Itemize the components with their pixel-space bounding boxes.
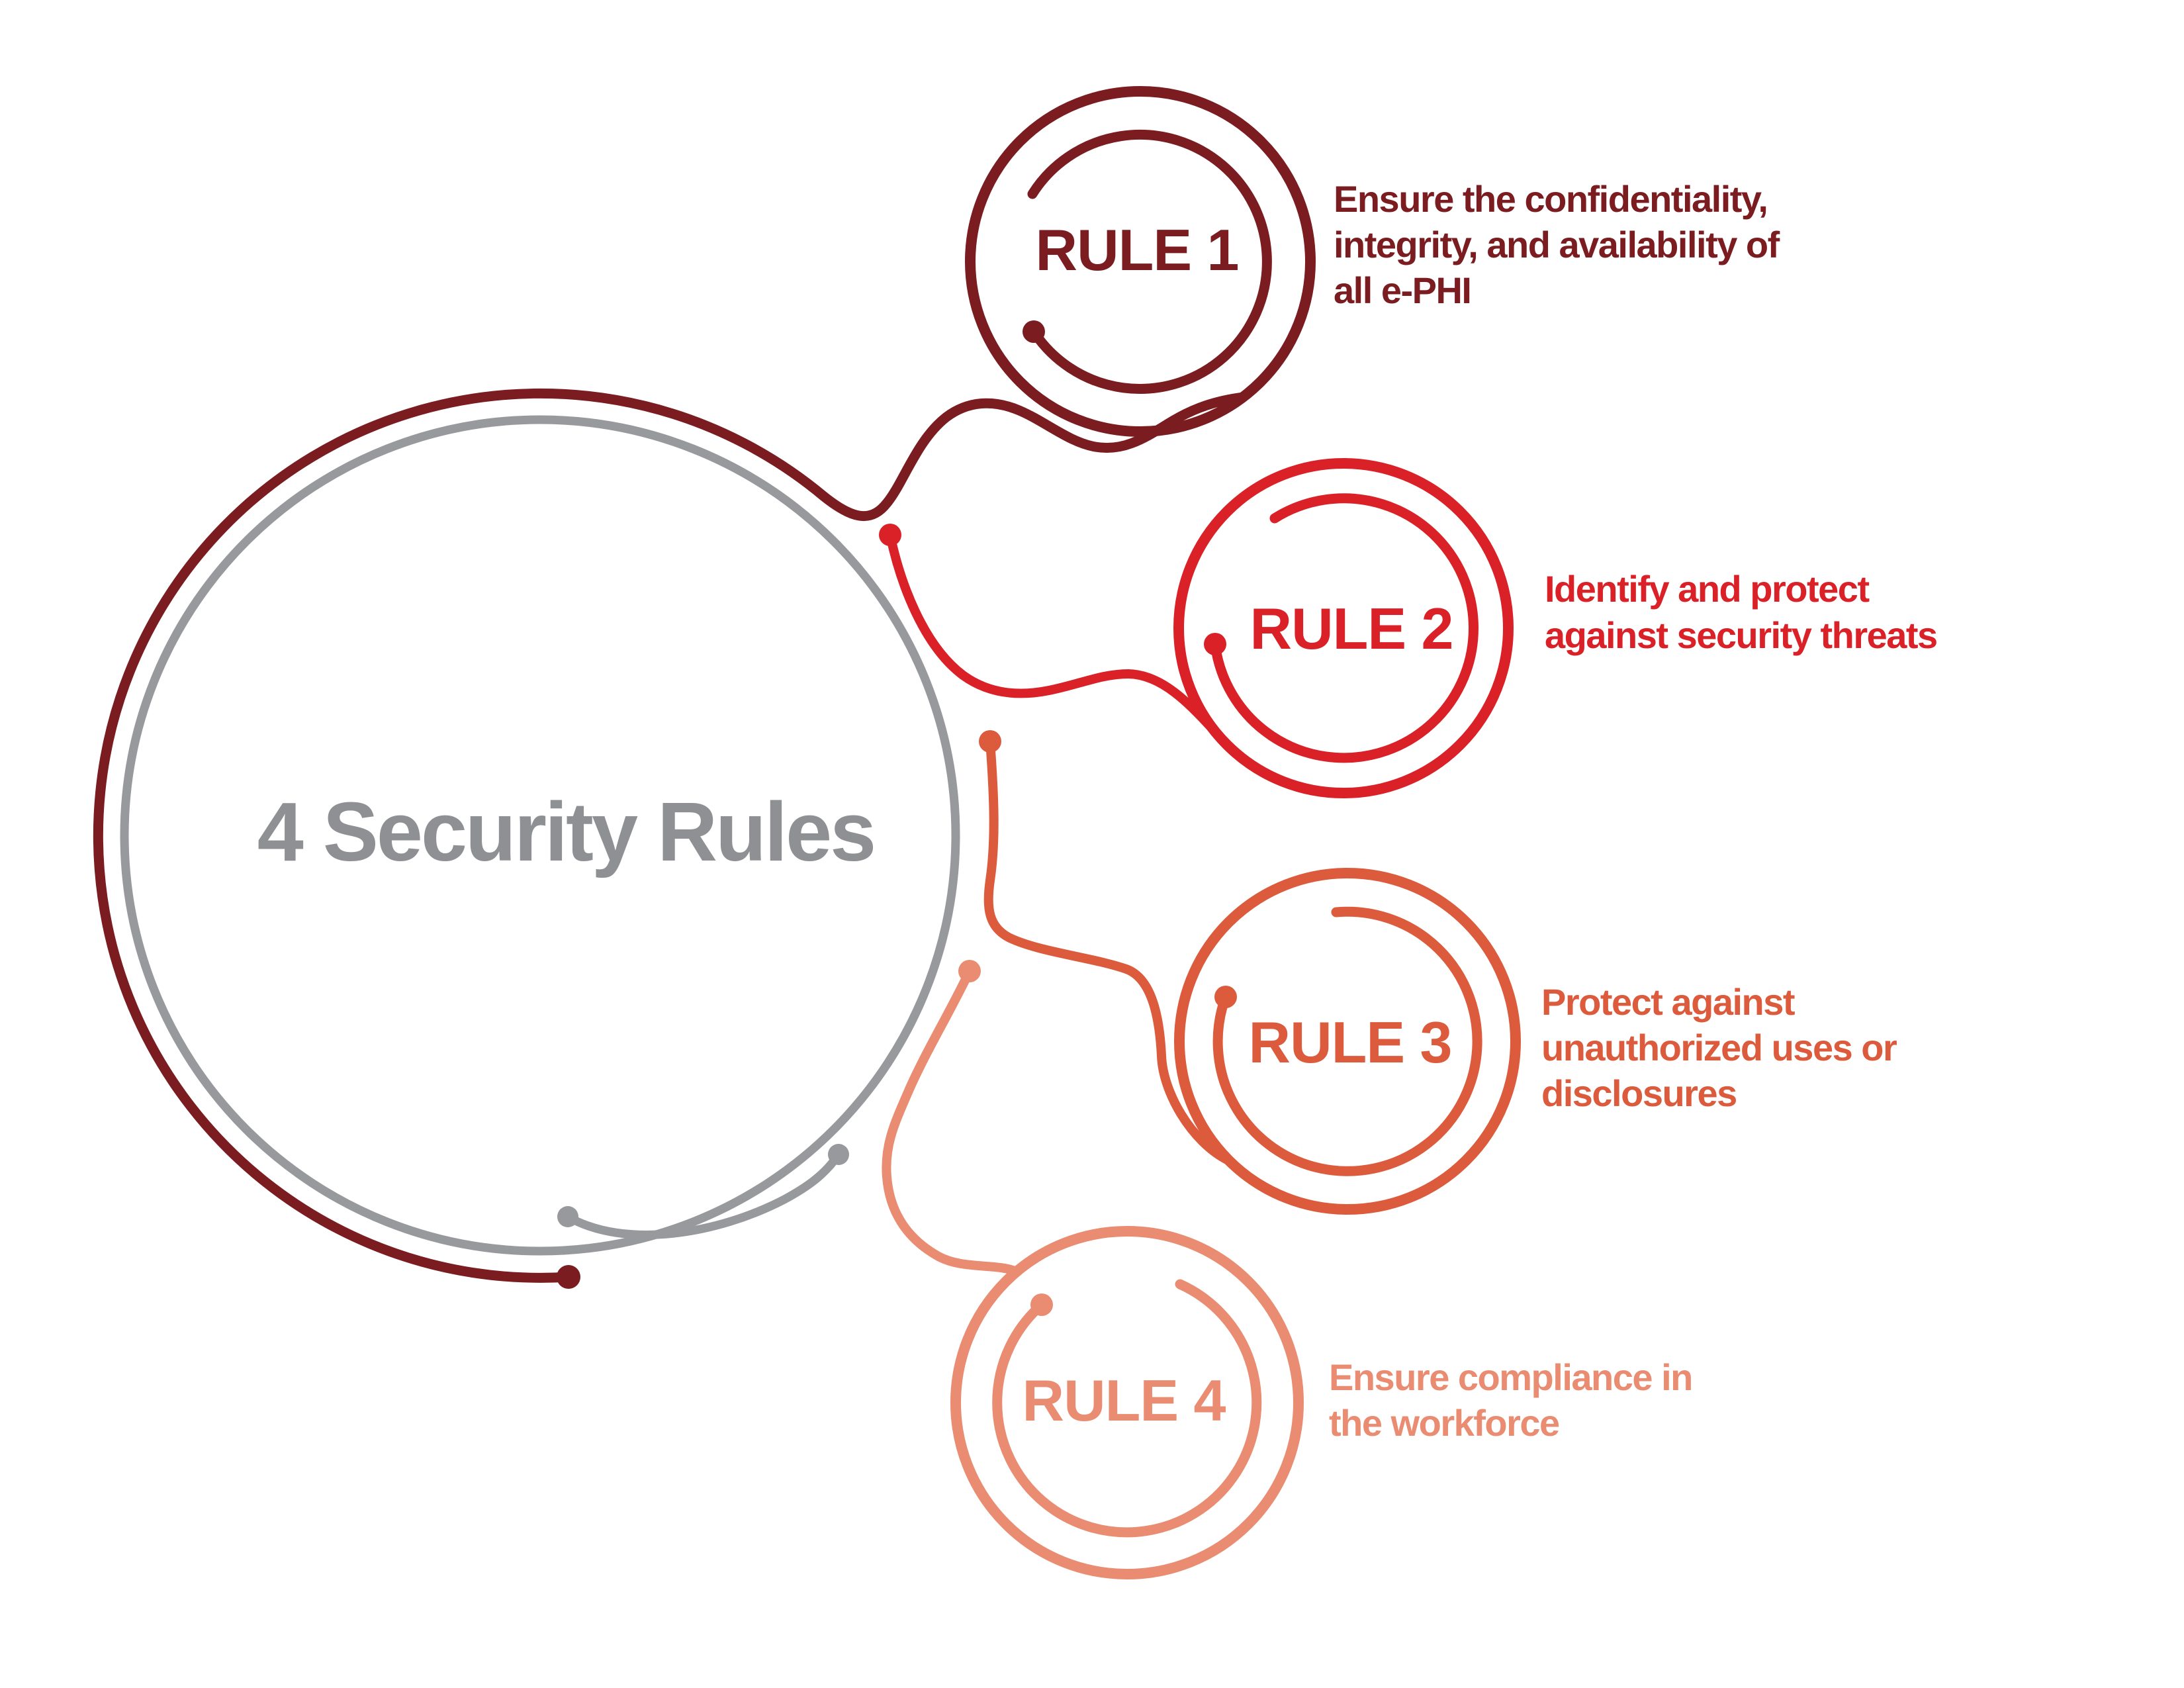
rule4-connector-dot [958, 960, 981, 982]
rule3-inner-ring [1212, 906, 1482, 1176]
rule1-connector-arc [93, 388, 1248, 1283]
rule3-connector-line [983, 737, 1233, 1165]
central-circle [120, 415, 960, 1256]
central-circle-group: 4 Security Rules [93, 388, 1248, 1289]
rule1-group: RULE 1 Ensure the confidentiality, integ… [965, 86, 1781, 437]
rule2-spiral-dot [1204, 633, 1226, 655]
central-circle-inner-arc [563, 1150, 843, 1239]
rule2-connector-line [886, 530, 1224, 741]
rule2-connector-dot [879, 524, 901, 546]
rule4-label: RULE 4 [1023, 1368, 1226, 1433]
rule4-outer-ring [950, 1226, 1304, 1579]
rule3-description-line: unauthorized uses or [1541, 1027, 1897, 1068]
rule3-description-line: disclosures [1541, 1072, 1737, 1114]
rule3-description-line: Protect against [1541, 981, 1795, 1023]
rule1-outer-ring [965, 86, 1316, 437]
rule3-spiral-dot [1214, 986, 1237, 1008]
rule2-description-line: against security threats [1545, 614, 1937, 656]
rule4-description-line: Ensure compliance in [1329, 1356, 1692, 1398]
central-arc-dot-right [828, 1144, 849, 1165]
rule4-spiral-dot [1030, 1293, 1053, 1316]
rule4-description-line: the workforce [1329, 1402, 1559, 1444]
rule4-inner-ring [992, 1279, 1262, 1538]
rule1-description-line: integrity, and availability of [1334, 224, 1780, 265]
central-arc-dot-left [557, 1206, 578, 1227]
rule1-label: RULE 1 [1036, 217, 1239, 283]
rule1-spiral-dot [1023, 320, 1045, 343]
rule3-outer-ring [1174, 868, 1521, 1215]
rule2-inner-ring [1210, 493, 1479, 763]
rule3-label: RULE 3 [1249, 1009, 1452, 1075]
rule1-inner-ring [1027, 129, 1272, 394]
rule3-group: RULE 3 Protect against unauthorized uses… [979, 730, 1897, 1215]
central-title: 4 Security Rules [257, 785, 874, 878]
rule3-connector-dot [979, 730, 1001, 753]
rule2-group: RULE 2 Identify and protect against secu… [879, 458, 1938, 798]
rule1-description-line: Ensure the confidentiality, [1334, 178, 1767, 220]
rule4-connector-line [882, 966, 1021, 1276]
rule1-description-line: all e-PHI [1334, 269, 1471, 311]
rule1-arc-end-dot [557, 1265, 580, 1289]
rule2-outer-ring [1173, 458, 1514, 798]
rule2-label: RULE 2 [1250, 596, 1453, 661]
rule4-group: RULE 4 Ensure compliance in the workforc… [882, 960, 1693, 1579]
rule2-description-line: Identify and protect [1545, 568, 1869, 610]
